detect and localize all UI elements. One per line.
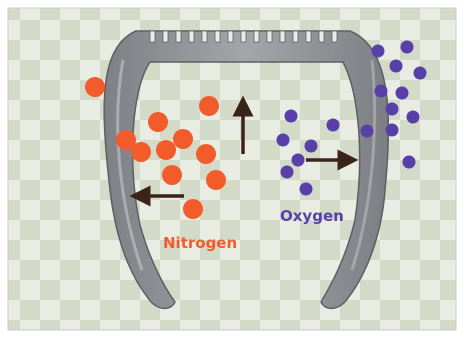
oxygen-molecule xyxy=(403,156,416,169)
nitrogen-molecule xyxy=(199,96,219,116)
oxygen-molecule xyxy=(401,41,414,54)
nitrogen-molecule xyxy=(156,140,176,160)
oxygen-molecule xyxy=(396,87,409,100)
oxygen-molecule xyxy=(407,111,420,124)
oxygen-molecule xyxy=(277,134,290,147)
nitrogen-molecule xyxy=(196,144,216,164)
oxygen-molecule xyxy=(300,183,313,196)
oxygen-molecule xyxy=(285,110,298,123)
oxygen-molecule xyxy=(361,125,374,138)
oxygen-label: Oxygen xyxy=(280,207,344,225)
nitrogen-molecule xyxy=(116,130,136,150)
oxygen-molecule xyxy=(375,85,388,98)
oxygen-molecule xyxy=(305,140,318,153)
nitrogen-molecule xyxy=(85,77,105,97)
nitrogen-molecule xyxy=(206,170,226,190)
nitrogen-molecule xyxy=(183,199,203,219)
oxygen-molecule xyxy=(292,154,305,167)
nitrogen-molecule xyxy=(148,112,168,132)
oxygen-molecule xyxy=(281,166,294,179)
oxygen-molecule xyxy=(327,119,340,132)
oxygen-molecule xyxy=(372,45,385,58)
nitrogen-molecule xyxy=(162,165,182,185)
nitrogen-molecule xyxy=(173,129,193,149)
oxygen-molecule xyxy=(414,67,427,80)
oxygen-molecule xyxy=(386,124,399,137)
oxygen-molecule xyxy=(386,103,399,116)
nitrogen-label: Nitrogen xyxy=(163,234,237,252)
oxygen-molecule xyxy=(390,60,403,73)
